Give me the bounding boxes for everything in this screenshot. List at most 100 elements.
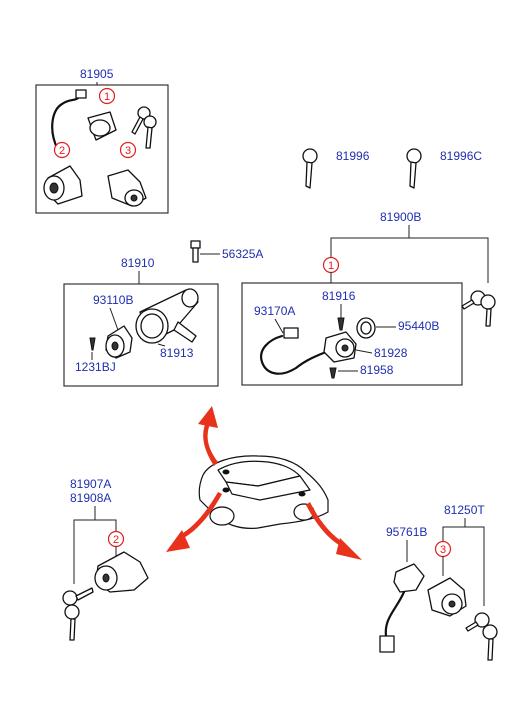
- key-head: [137, 106, 151, 120]
- part-number-95761b[interactable]: 95761B: [386, 525, 427, 539]
- trunk-81250t-group: 81250T 3 95761B: [379, 503, 498, 661]
- part-number-81916[interactable]: 81916: [322, 289, 356, 303]
- key-blade: [487, 638, 494, 661]
- key-head: [480, 294, 496, 310]
- leader-line: [157, 343, 166, 347]
- key-blade: [485, 308, 492, 327]
- set-81900b-group: 81900B 1 93170A 81916 81928 95440B: [241, 210, 496, 386]
- small-screw: [337, 317, 345, 331]
- part-number-81250t[interactable]: 81250T: [444, 503, 485, 517]
- arrow-to-door: [166, 492, 222, 552]
- key-81996-group: 81996: [302, 148, 370, 189]
- cyl-assy-box: [63, 283, 219, 387]
- part-number-81996c[interactable]: 81996C: [440, 149, 482, 163]
- part-number-81913[interactable]: 81913: [160, 346, 194, 360]
- callout-label: 3: [125, 145, 131, 157]
- harness-connector: [393, 563, 425, 593]
- callout-3[interactable]: [119, 141, 137, 159]
- part-number-1231bj[interactable]: 1231BJ: [75, 360, 116, 374]
- bolt-shank: [192, 247, 199, 263]
- bolt-56325a-group: 56325A: [190, 240, 263, 263]
- arrow-head: [166, 530, 190, 552]
- key-pair-door: [62, 587, 94, 641]
- callout-label: 2: [59, 145, 65, 157]
- small-screw: [89, 337, 96, 351]
- harness-wire: [384, 590, 406, 638]
- keyway: [341, 344, 349, 352]
- key-head: [474, 612, 490, 628]
- part-number-81908a[interactable]: 81908A: [70, 491, 111, 505]
- arrow-shaft: [306, 502, 346, 548]
- key-head: [143, 115, 157, 129]
- wire-connector: [75, 89, 87, 99]
- key-head: [302, 148, 318, 164]
- part-number-81900b[interactable]: 81900B: [380, 210, 421, 224]
- bolt-head: [190, 240, 201, 249]
- keyway: [49, 182, 59, 194]
- leader-line: [355, 349, 373, 354]
- set-81900b-box: [241, 282, 463, 386]
- ignition-location-dot: [222, 469, 230, 475]
- keyway: [102, 573, 110, 583]
- car-illustration: [198, 455, 329, 529]
- bezel-inner: [360, 321, 372, 335]
- key-head: [64, 604, 80, 620]
- part-number-81910[interactable]: 81910: [121, 256, 155, 270]
- key-head: [62, 590, 78, 606]
- car-windows: [225, 475, 311, 501]
- part-number-95440b[interactable]: 95440B: [398, 319, 439, 333]
- arrow-head: [336, 538, 362, 560]
- leader-line: [274, 318, 284, 334]
- housing-bore-inner: [140, 313, 164, 339]
- key-pair-kit: [131, 106, 157, 149]
- key-head: [482, 624, 498, 640]
- arrow-shaft: [203, 422, 218, 466]
- switch-wire: [260, 334, 328, 375]
- part-number-93170a[interactable]: 93170A: [254, 304, 295, 318]
- key-blade: [75, 587, 94, 601]
- small-screw: [329, 367, 337, 379]
- kit-81905-group: 81905 1 2 3: [35, 67, 169, 214]
- callout-label: 1: [328, 260, 334, 272]
- key-head: [406, 148, 422, 164]
- key-blade: [409, 161, 417, 189]
- part-number-81907a[interactable]: 81907A: [70, 477, 111, 491]
- part-number-81905[interactable]: 81905: [80, 67, 114, 81]
- harness-plug: [379, 635, 395, 653]
- arrow-to-ignition: [198, 406, 218, 466]
- keyway: [448, 600, 456, 608]
- key-blade: [145, 126, 153, 149]
- key-blade: [465, 621, 479, 632]
- part-number-93110b[interactable]: 93110B: [93, 293, 133, 307]
- key-blade: [461, 299, 475, 310]
- door-81907a-group: 81907A 81908A 2: [62, 477, 149, 641]
- door-location-dot: [222, 487, 230, 493]
- housing-end: [181, 288, 199, 308]
- part-number-81958[interactable]: 81958: [360, 363, 394, 377]
- part-number-81996[interactable]: 81996: [336, 149, 370, 163]
- bracket-line: [73, 519, 117, 584]
- bracket-line: [330, 237, 489, 283]
- switch-face: [89, 119, 111, 137]
- trunk-location-dot: [298, 491, 306, 497]
- wire-connector: [283, 327, 299, 339]
- arrow-shaft: [178, 492, 222, 540]
- callout-label: 3: [440, 544, 446, 556]
- key-blade: [131, 116, 144, 135]
- arrow-to-trunk: [306, 502, 362, 560]
- front-wheel: [209, 506, 235, 526]
- callout-1[interactable]: [98, 87, 116, 105]
- part-number-81928[interactable]: 81928: [374, 346, 408, 360]
- part-number-56325a[interactable]: 56325A: [222, 247, 263, 261]
- housing-arm: [173, 321, 197, 343]
- key-81996c-group: 81996C: [406, 148, 482, 189]
- key-pair-set: [461, 290, 496, 327]
- callout-2[interactable]: [53, 141, 71, 159]
- keyway: [130, 194, 138, 202]
- leader-line: [109, 307, 119, 331]
- key-pair-trunk: [465, 612, 498, 661]
- cyl-assy-81910-group: 81910 93110B 81913 1231BJ: [63, 256, 219, 387]
- callout-label: 1: [104, 91, 110, 103]
- kit-81905-box: [35, 84, 169, 214]
